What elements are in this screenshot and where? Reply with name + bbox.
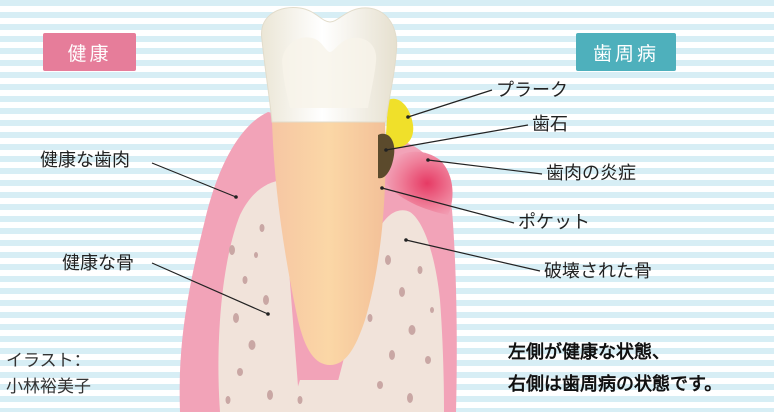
label-pocket: ポケット bbox=[518, 212, 590, 234]
label-plaque: プラーク bbox=[496, 80, 568, 102]
illustration-credit-label: イラスト： bbox=[6, 349, 91, 373]
caption-line-1: 左側が健康な状態、 bbox=[508, 338, 670, 368]
label-calculus: 歯石 bbox=[532, 114, 568, 136]
label-healthy-bone: 健康な骨 bbox=[62, 253, 134, 275]
caption-line-2: 右側は歯周病の状態です。 bbox=[508, 370, 722, 400]
label-gum-inflammation: 歯肉の炎症 bbox=[546, 163, 636, 185]
illustrator-name: 小林裕美子 bbox=[6, 375, 91, 399]
leader-plaque bbox=[408, 90, 492, 117]
label-destroyed-bone: 破壊された骨 bbox=[544, 261, 652, 283]
label-healthy-gum: 健康な歯肉 bbox=[40, 150, 130, 172]
